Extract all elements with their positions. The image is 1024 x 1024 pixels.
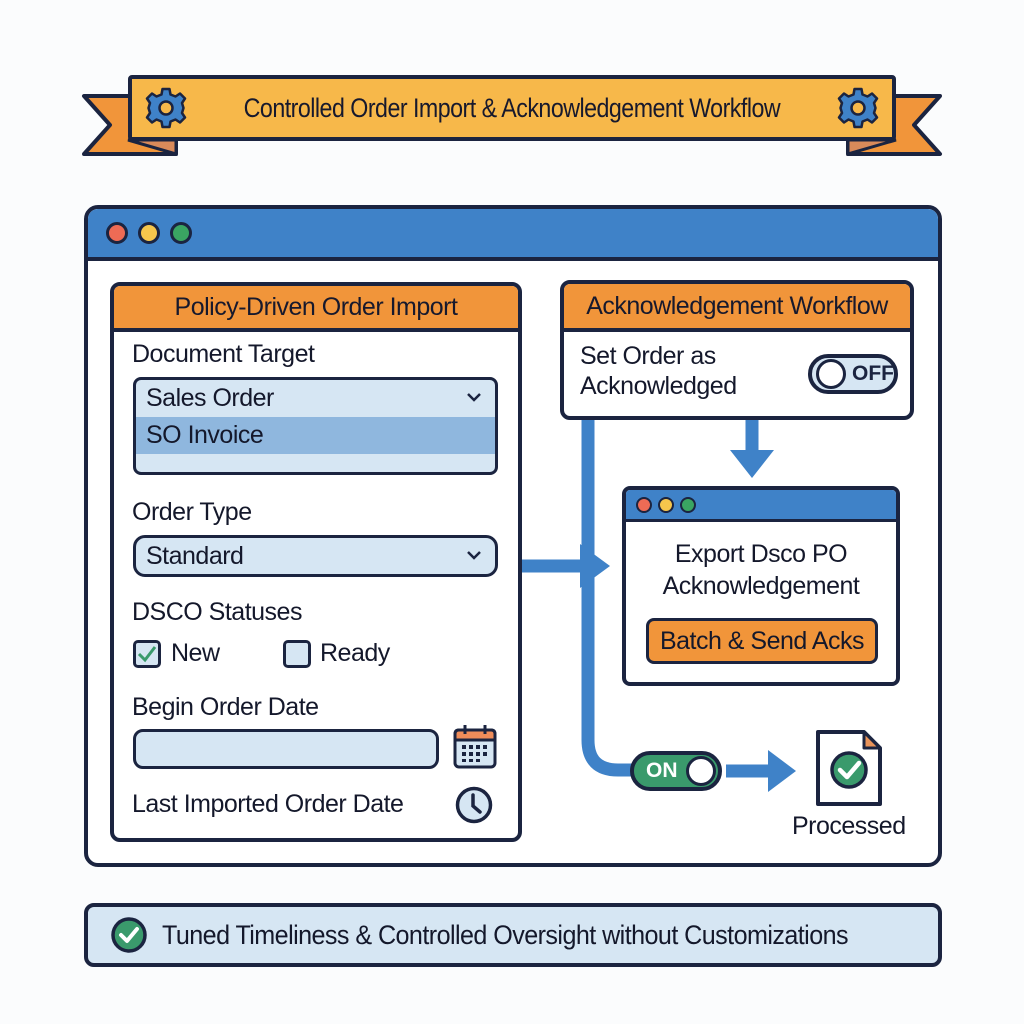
toggle-knob (685, 756, 716, 786)
order-type-label: Order Type (132, 498, 252, 526)
chevron-down-icon (467, 551, 481, 560)
status-new-checkbox[interactable] (133, 640, 161, 668)
batch-send-acks-button[interactable]: Batch & Send Acks (646, 618, 878, 664)
toggle-knob (816, 359, 846, 389)
order-import-panel-title: Policy-Driven Order Import (114, 286, 518, 332)
begin-order-date-label: Begin Order Date (132, 693, 319, 721)
calendar-icon[interactable] (452, 722, 498, 770)
chevron-down-icon (467, 393, 481, 402)
window-maximize-button[interactable] (170, 222, 192, 244)
status-ready-label: Ready (320, 639, 390, 667)
window-minimize-button[interactable] (658, 496, 674, 513)
gear-icon (837, 87, 879, 129)
gear-icon (145, 87, 187, 129)
window-close-button[interactable] (636, 496, 652, 513)
document-target-label: Document Target (132, 340, 315, 368)
footer-text: Tuned Timeliness & Controlled Oversight … (162, 919, 849, 950)
document-target-option-so-invoice[interactable]: SO Invoice (136, 417, 495, 454)
order-type-select[interactable]: Standard (133, 535, 498, 577)
document-target-select[interactable]: Sales Order SO Invoice (133, 377, 498, 475)
window-maximize-button[interactable] (680, 496, 696, 513)
export-window-title-bar (626, 490, 896, 522)
processed-label: Processed (792, 812, 906, 840)
clock-icon (455, 786, 493, 824)
set-acknowledged-label-line2: Acknowledged (580, 372, 737, 400)
title-banner: Controlled Order Import & Acknowledgemen… (128, 75, 896, 141)
status-ready-checkbox[interactable] (283, 640, 311, 668)
status-new-label: New (171, 639, 220, 667)
document-target-option-sales-order[interactable]: Sales Order (136, 380, 495, 417)
banner-title: Controlled Order Import & Acknowledgemen… (243, 92, 781, 123)
processed-toggle[interactable]: ON (630, 751, 722, 791)
check-circle-icon (111, 917, 147, 953)
window-close-button[interactable] (106, 222, 128, 244)
document-check-icon (816, 730, 882, 806)
set-acknowledged-toggle[interactable]: OFF (808, 354, 898, 394)
dsco-statuses-label: DSCO Statuses (132, 598, 302, 626)
checkmark-icon (137, 646, 157, 663)
toggle-state-label: ON (646, 759, 678, 782)
toggle-state-label: OFF (852, 362, 894, 385)
window-minimize-button[interactable] (138, 222, 160, 244)
last-imported-order-date-label: Last Imported Order Date (132, 790, 404, 818)
acknowledgement-panel-title: Acknowledgement Workflow (564, 284, 910, 332)
window-title-bar (88, 209, 938, 261)
summary-footer: Tuned Timeliness & Controlled Oversight … (84, 903, 942, 967)
export-ack-window: Export Dsco PO Acknowledgement Batch & S… (622, 486, 900, 686)
acknowledgement-panel: Acknowledgement Workflow (560, 280, 914, 420)
begin-order-date-input[interactable] (133, 729, 439, 769)
export-window-title: Export Dsco PO Acknowledgement (662, 540, 860, 600)
set-acknowledged-label-line1: Set Order as (580, 342, 716, 370)
order-type-value: Standard (146, 541, 244, 570)
